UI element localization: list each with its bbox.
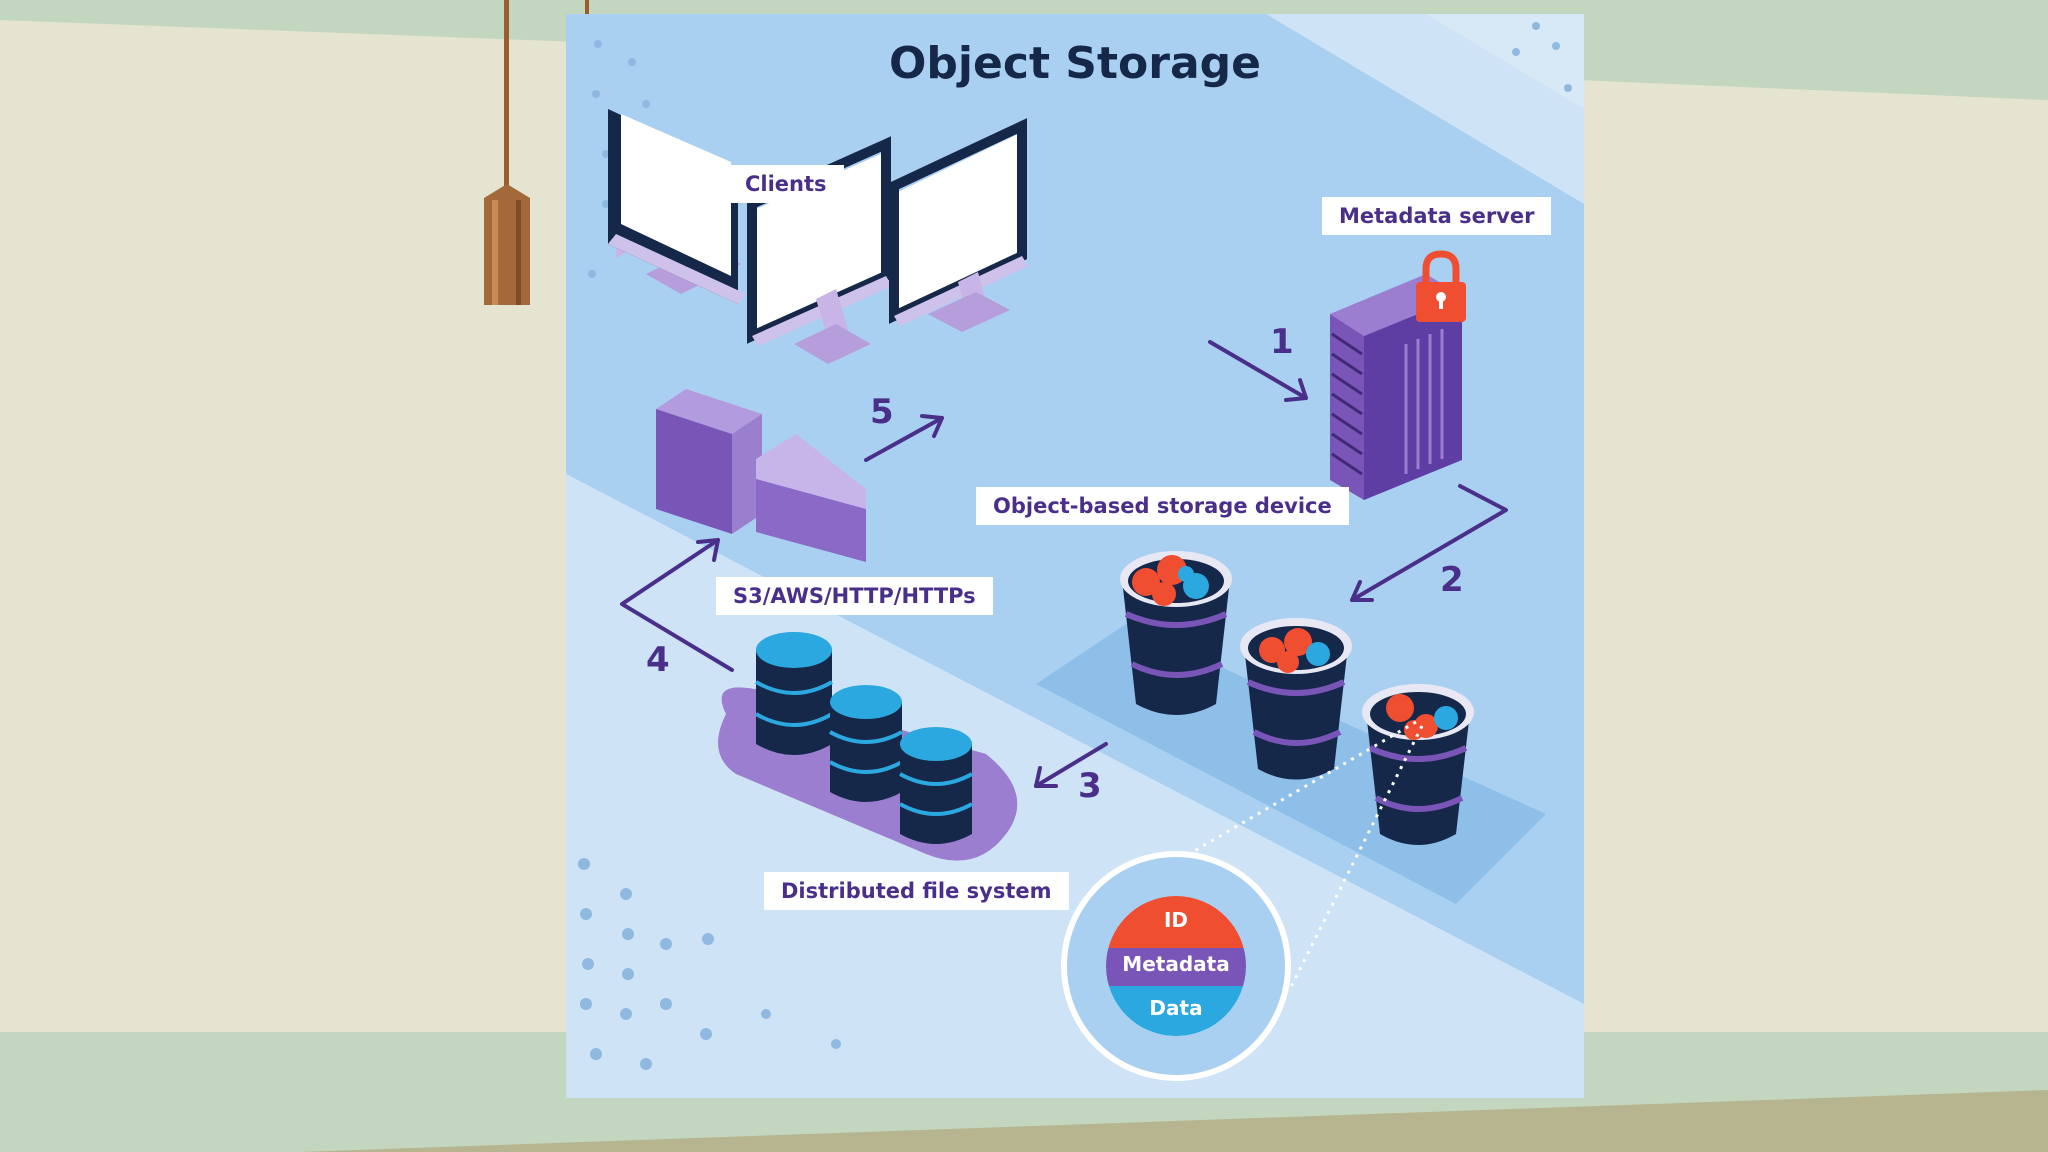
arrow-step-5 bbox=[864, 414, 944, 462]
bucket-3 bbox=[1362, 684, 1474, 845]
label-metadata-server: Metadata server bbox=[1322, 197, 1552, 235]
step-2-number: 2 bbox=[1440, 560, 1464, 600]
flow-arrows bbox=[620, 340, 1508, 788]
client-monitor-1 bbox=[608, 109, 746, 304]
object-data-label: Data bbox=[1149, 996, 1203, 1020]
diagram-panel: Object Storage Clients Metadata server O… bbox=[566, 14, 1584, 1098]
step-5-number: 5 bbox=[870, 392, 894, 432]
hanging-lamp bbox=[484, 0, 530, 305]
gateway-blocks bbox=[656, 389, 866, 562]
diagram-title: Object Storage bbox=[889, 38, 1261, 89]
lock-icon bbox=[1416, 250, 1466, 322]
arrow-step-2 bbox=[1350, 484, 1508, 602]
step-3-number: 3 bbox=[1078, 766, 1102, 806]
dot-pattern bbox=[578, 22, 1572, 1070]
object-circle bbox=[1061, 851, 1291, 1081]
database-stack-2 bbox=[829, 685, 903, 802]
label-protocols: S3/AWS/HTTP/HTTPs bbox=[716, 577, 993, 615]
object-metadata-label: Metadata bbox=[1122, 952, 1230, 976]
label-clients: Clients bbox=[728, 165, 844, 203]
arrow-step-3 bbox=[1034, 742, 1108, 788]
step-1-number: 1 bbox=[1270, 322, 1294, 362]
distributed-file-system bbox=[718, 632, 1018, 861]
step-4-number: 4 bbox=[646, 640, 670, 680]
database-stack-1 bbox=[754, 632, 834, 755]
arrow-step-4 bbox=[620, 538, 734, 672]
bucket-1 bbox=[1120, 551, 1232, 715]
arrow-step-1 bbox=[1208, 340, 1308, 402]
object-id-label: ID bbox=[1163, 908, 1189, 932]
database-stack-3 bbox=[899, 727, 973, 844]
diagram-artwork bbox=[566, 14, 1584, 1098]
zoom-lines bbox=[1085, 720, 1424, 990]
label-object-storage-device: Object-based storage device bbox=[976, 487, 1349, 525]
client-monitor-3 bbox=[889, 118, 1028, 332]
label-distributed-file-system: Distributed file system bbox=[764, 872, 1069, 910]
floor-shadow bbox=[300, 1090, 2048, 1152]
bucket-2 bbox=[1240, 618, 1352, 780]
